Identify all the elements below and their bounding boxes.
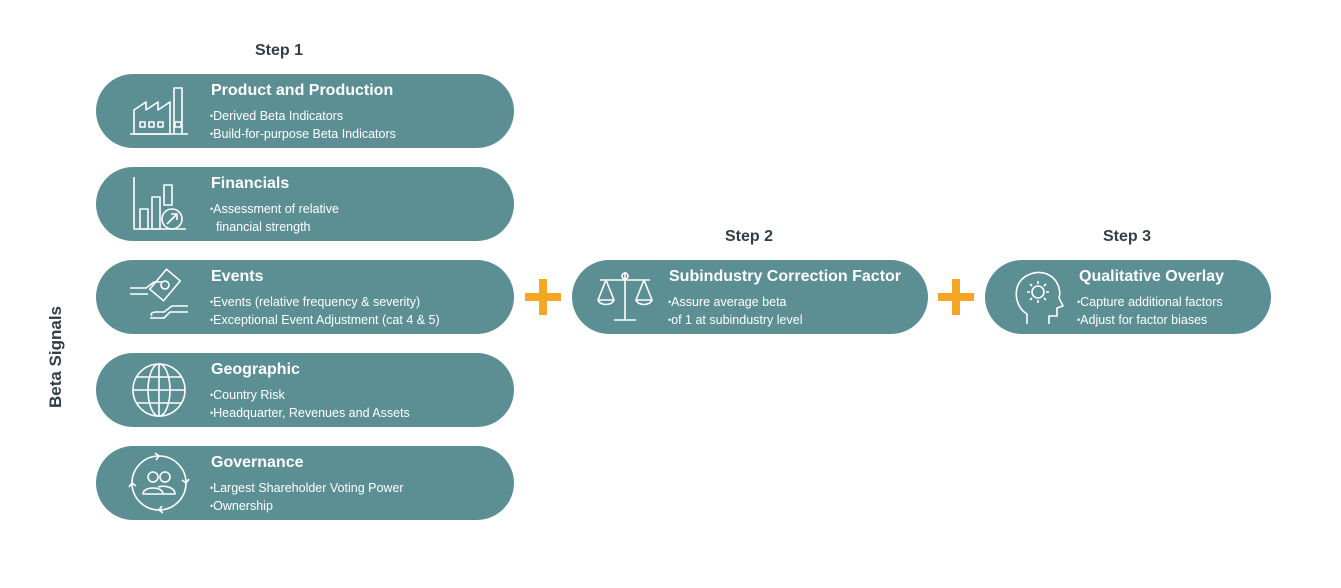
bullet-item: Adjust for factor biases: [1077, 311, 1223, 329]
card-title: Subindustry Correction Factor: [669, 268, 902, 285]
card-governance: Governance Largest Shareholder Voting Po…: [96, 446, 514, 520]
hands-money-exchange-icon: [128, 266, 190, 328]
step-1-label: Step 1: [254, 42, 303, 59]
bullet-item: Derived Beta Indicators: [210, 107, 396, 125]
card-subindustry-correction: Subindustry Correction Factor Assure ave…: [572, 260, 928, 334]
bullet-item: Assure average beta: [668, 293, 802, 311]
card-bullets: Assure average beta of 1 at subindustry …: [668, 293, 802, 329]
bullet-item: Build-for-purpose Beta Indicators: [210, 125, 396, 143]
step-2-label: Step 2: [724, 228, 773, 245]
card-title: Qualitative Overlay: [1079, 268, 1224, 285]
card-geographic: Geographic Country Risk Headquarter, Rev…: [96, 353, 514, 427]
card-title: Product and Production: [211, 82, 394, 99]
head-gear-icon: [1007, 266, 1069, 328]
bullet-item: Ownership: [210, 497, 404, 515]
card-bullets: Events (relative frequency & severity) E…: [210, 293, 440, 329]
card-bullets: Country Risk Headquarter, Revenues and A…: [210, 386, 410, 422]
card-title: Financials: [211, 175, 290, 192]
balance-scale-icon: [594, 266, 656, 328]
bullet-item: Assessment of relative: [210, 200, 339, 218]
people-cycle-icon: [128, 452, 190, 514]
card-events: Events Events (relative frequency & seve…: [96, 260, 514, 334]
bullet-item: financial strength: [216, 220, 311, 234]
card-title: Events: [211, 268, 264, 285]
card-product-production: Product and Production Derived Beta Indi…: [96, 74, 514, 148]
beta-signals-label: Beta Signals: [46, 305, 65, 409]
card-financials: Financials Assessment of relative financ…: [96, 167, 514, 241]
card-bullets: Assessment of relative financial strengt…: [210, 200, 339, 236]
card-title: Governance: [211, 454, 304, 471]
bullet-item: Largest Shareholder Voting Power: [210, 479, 403, 497]
card-qualitative-overlay: Qualitative Overlay Capture additional f…: [985, 260, 1271, 334]
step-3-label: Step 3: [1102, 228, 1151, 245]
card-bullets: Largest Shareholder Voting Power Ownersh…: [210, 479, 404, 515]
plus-icon: [525, 279, 561, 315]
bullet-item: of 1 at subindustry level: [668, 311, 802, 329]
bullet-item: Events (relative frequency & severity): [210, 293, 440, 311]
bullet-item: Headquarter, Revenues and Assets: [210, 404, 410, 422]
factory-icon: [128, 80, 190, 142]
plus-icon: [938, 279, 974, 315]
bullet-item: Exceptional Event Adjustment (cat 4 & 5): [210, 311, 440, 329]
bullet-item: Country Risk: [210, 386, 410, 404]
card-title: Geographic: [211, 361, 300, 378]
card-bullets: Capture additional factors Adjust for fa…: [1077, 293, 1223, 329]
bullet-item: Capture additional factors: [1077, 293, 1222, 311]
globe-icon: [128, 359, 190, 421]
bar-chart-growth-icon: [128, 173, 190, 235]
card-bullets: Derived Beta Indicators Build-for-purpos…: [210, 107, 396, 143]
